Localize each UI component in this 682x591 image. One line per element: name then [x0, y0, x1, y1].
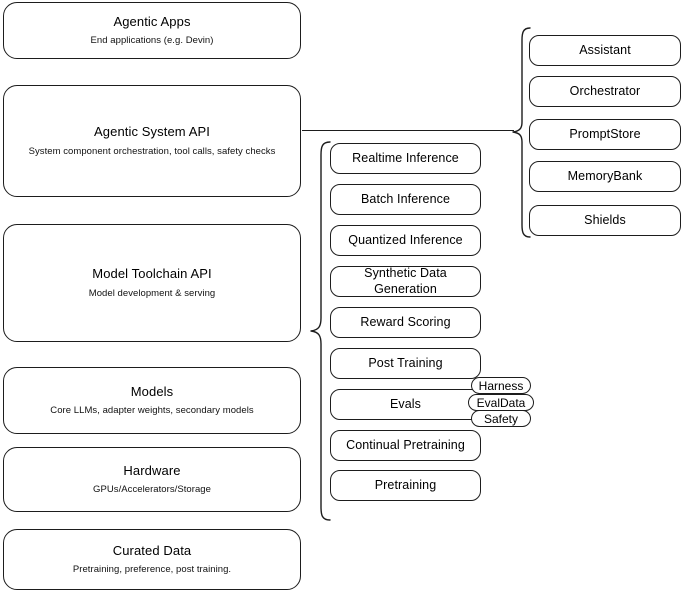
layer-agentic-apps[interactable]: Agentic Apps End applications (e.g. Devi…: [3, 2, 301, 59]
service-realtime-inference[interactable]: Realtime Inference: [330, 143, 481, 174]
service-memorybank[interactable]: MemoryBank: [529, 161, 681, 192]
layer-subtitle: End applications (e.g. Devin): [90, 35, 214, 47]
brace-agentic-system: [512, 27, 531, 238]
layer-title: Curated Data: [112, 542, 192, 558]
service-label: Reward Scoring: [360, 314, 451, 329]
layer-subtitle: GPUs/Accelerators/Storage: [93, 484, 211, 496]
badge-label: Safety: [483, 411, 519, 426]
service-label: Orchestrator: [569, 83, 641, 98]
layer-agentic-system-api[interactable]: Agentic System API System component orch…: [3, 85, 301, 197]
layer-title: Models: [130, 383, 174, 399]
layer-model-toolchain-api[interactable]: Model Toolchain API Model development & …: [3, 224, 301, 342]
service-label: Continual Pretraining: [346, 437, 465, 452]
layer-subtitle: Core LLMs, adapter weights, secondary mo…: [50, 405, 254, 417]
badge-safety[interactable]: Safety: [471, 410, 531, 427]
service-assistant[interactable]: Assistant: [529, 35, 681, 66]
service-label: Synthetic Data Generation: [364, 265, 447, 296]
connector-line-system-api: [302, 130, 514, 132]
service-promptstore[interactable]: PromptStore: [529, 119, 681, 150]
service-label: Realtime Inference: [352, 150, 459, 165]
layer-title: Model Toolchain API: [92, 266, 212, 282]
service-quantized-inference[interactable]: Quantized Inference: [330, 225, 481, 256]
service-label: Batch Inference: [360, 191, 451, 206]
layer-subtitle: System component orchestration, tool cal…: [28, 145, 276, 157]
service-label: Quantized Inference: [348, 232, 463, 247]
service-label: Evals: [389, 396, 422, 411]
service-label: MemoryBank: [567, 168, 643, 183]
service-batch-inference[interactable]: Batch Inference: [330, 184, 481, 215]
service-pretraining[interactable]: Pretraining: [330, 470, 481, 501]
service-post-training[interactable]: Post Training: [330, 348, 481, 379]
service-evals[interactable]: Evals: [330, 389, 481, 420]
service-orchestrator[interactable]: Orchestrator: [529, 76, 681, 107]
service-continual-pretraining[interactable]: Continual Pretraining: [330, 430, 481, 461]
layer-title: Hardware: [123, 462, 181, 478]
service-synthetic-data-generation[interactable]: Synthetic Data Generation: [330, 266, 481, 297]
layer-subtitle: Model development & serving: [88, 287, 216, 299]
badge-harness[interactable]: Harness: [471, 377, 531, 394]
badge-label: EvalData: [476, 395, 526, 410]
service-shields[interactable]: Shields: [529, 205, 681, 236]
service-label: Shields: [584, 212, 626, 227]
layer-subtitle: Pretraining, preference, post training.: [72, 564, 232, 576]
badge-label: Harness: [478, 378, 524, 393]
service-label: Pretraining: [374, 477, 437, 492]
layer-models[interactable]: Models Core LLMs, adapter weights, secon…: [3, 367, 301, 434]
badge-evaldata[interactable]: EvalData: [468, 394, 534, 411]
service-label: Post Training: [368, 355, 443, 370]
service-reward-scoring[interactable]: Reward Scoring: [330, 307, 481, 338]
service-label: Assistant: [579, 42, 631, 57]
service-label: PromptStore: [569, 126, 641, 141]
layer-hardware[interactable]: Hardware GPUs/Accelerators/Storage: [3, 447, 301, 512]
layer-curated-data[interactable]: Curated Data Pretraining, preference, po…: [3, 529, 301, 590]
brace-model-toolchain: [310, 141, 331, 521]
layer-title: Agentic Apps: [113, 13, 191, 29]
layer-title: Agentic System API: [94, 124, 210, 140]
